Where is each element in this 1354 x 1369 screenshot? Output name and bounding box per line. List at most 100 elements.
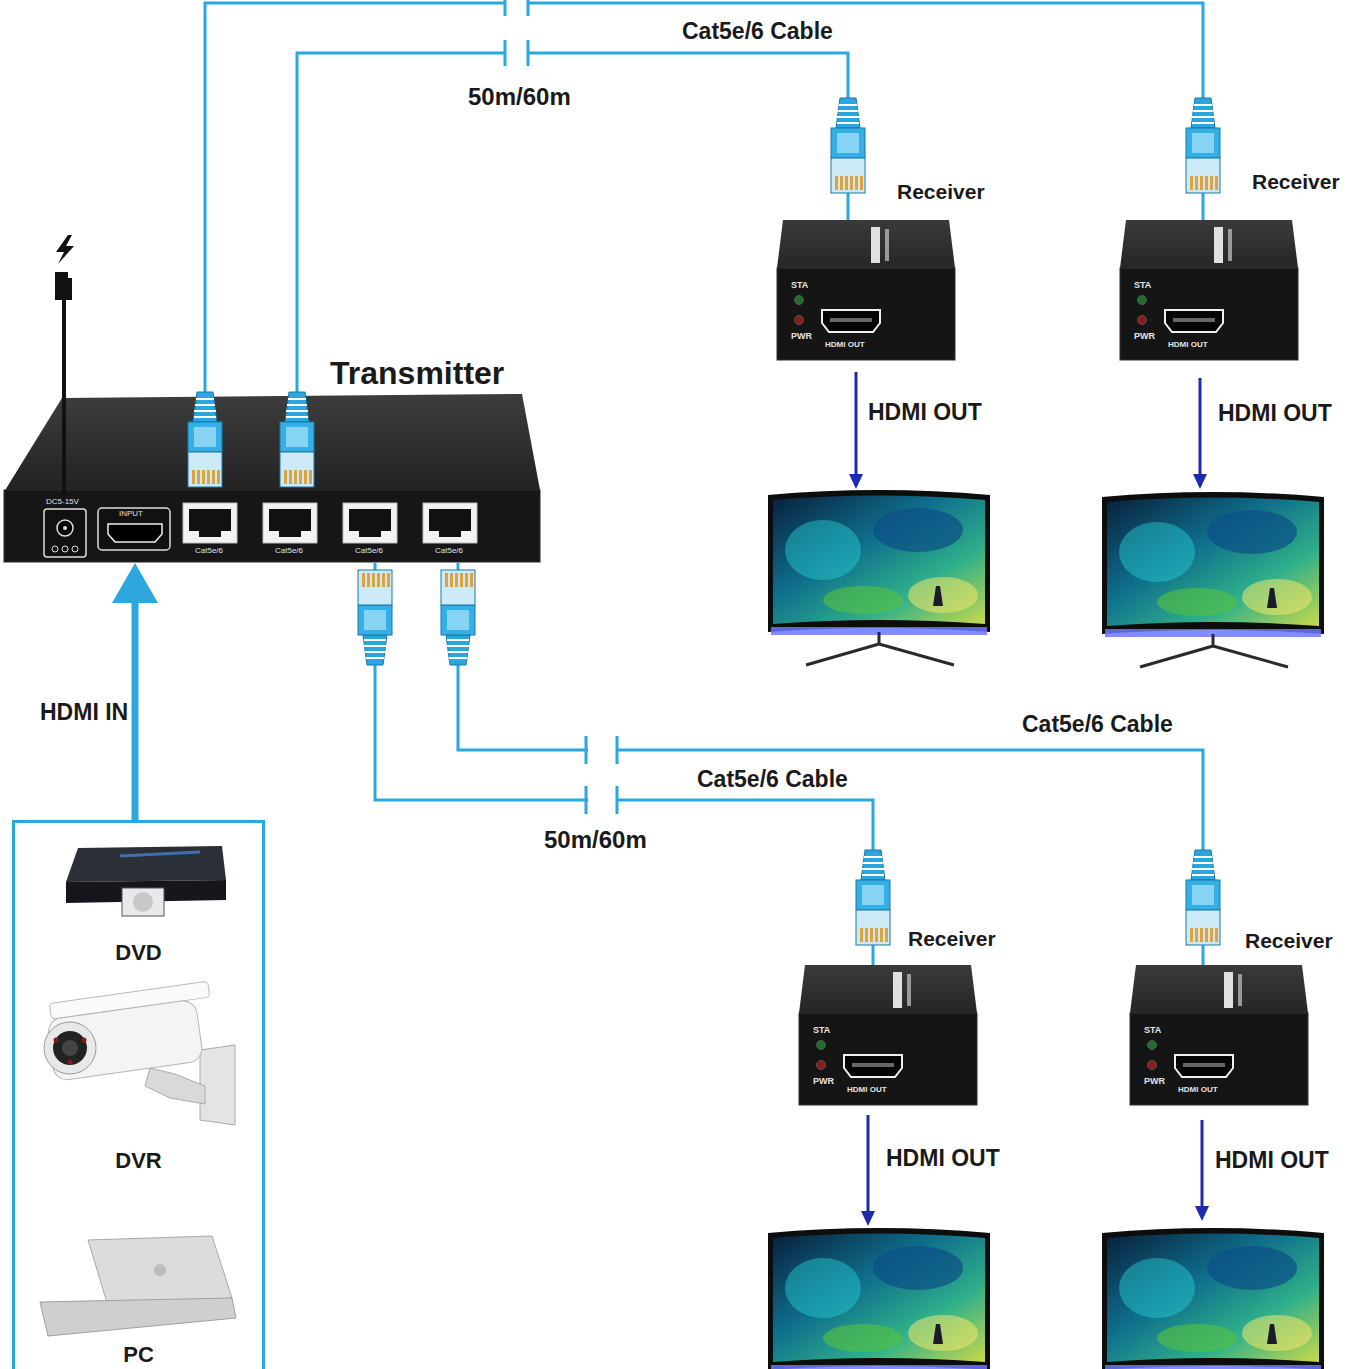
port-label: INPUT — [119, 510, 143, 519]
device-title: Receiver — [1252, 170, 1340, 193]
camera-symbol — [68, 1060, 73, 1065]
cable-label: HDMI IN — [38, 700, 130, 725]
dvd-player-symbol — [120, 852, 200, 856]
transmitter-symbol — [108, 524, 162, 542]
receiver-symbol — [1120, 220, 1298, 360]
rj45-plug — [856, 850, 890, 945]
rj45-plug — [358, 570, 392, 665]
rj45-plug — [1186, 850, 1220, 945]
port-label: Cat5e/6 — [435, 547, 463, 556]
rj45-port — [269, 509, 311, 537]
cable-break — [506, 0, 527, 9]
camera-symbol — [44, 1022, 96, 1074]
device-title: Receiver — [1245, 929, 1333, 952]
cable-label: Cat5e/6 Cable — [680, 19, 835, 44]
transmitter-symbol — [52, 546, 58, 552]
camera-symbol — [54, 1038, 59, 1043]
led-label: STA — [791, 281, 808, 291]
laptop-symbol — [40, 1298, 236, 1336]
transmitter-symbol — [63, 526, 67, 530]
monitor-symbol — [768, 490, 990, 665]
monitor-symbol — [1102, 492, 1324, 667]
led-label: PWR — [1144, 1077, 1165, 1087]
port-label: Cat5e/6 — [195, 547, 223, 556]
cable-break — [588, 744, 616, 756]
camera-symbol — [44, 981, 235, 1125]
transmitter-symbol — [57, 520, 73, 536]
dvd-player-symbol — [66, 846, 226, 916]
rj45-plug — [831, 98, 865, 193]
rj45-port — [183, 503, 237, 543]
receiver-symbol — [1130, 965, 1308, 1105]
port-label: Cat5e/6 — [275, 547, 303, 556]
rj45-port — [423, 503, 477, 543]
monitor-symbol — [768, 1228, 990, 1369]
source-label: PC — [15, 1343, 262, 1367]
transmitter-symbol — [72, 546, 78, 552]
cable-break — [505, 0, 617, 814]
source-label: DVD — [15, 941, 262, 965]
receiver-symbol — [799, 965, 977, 1105]
transmitter-symbol — [4, 490, 540, 562]
receiver-box: ReceiverSTAPWRHDMI OUT — [797, 965, 977, 1105]
dvd-player-symbol — [66, 846, 226, 882]
diagram-label: HDMI OUT — [866, 400, 984, 425]
transmitter-symbol — [62, 546, 68, 552]
cable-break — [588, 794, 616, 806]
rj45-port — [263, 503, 317, 543]
source-label: DVR — [15, 1149, 262, 1173]
port-label: HDMI OUT — [1168, 341, 1208, 350]
source-box: DVD DVR PC — [12, 820, 265, 1369]
transmitter-symbol — [4, 394, 540, 562]
diagram-label: 50m/60m — [466, 84, 573, 110]
led-label: STA — [1144, 1026, 1161, 1036]
monitor-symbol — [1102, 1228, 1324, 1369]
device-title: Transmitter — [330, 356, 504, 391]
rj45-plug — [441, 570, 475, 665]
camera-symbol — [82, 1038, 87, 1043]
camera-symbol — [62, 1040, 78, 1056]
laptop-symbol — [154, 1264, 166, 1276]
cable-label: Cat5e/6 Cable — [1020, 712, 1175, 737]
led-label: STA — [1134, 281, 1151, 291]
led-label: PWR — [1134, 332, 1155, 342]
rj45-plug — [188, 392, 222, 487]
led-label: PWR — [791, 332, 812, 342]
dvd-player-symbol — [133, 892, 153, 912]
port-label: DC5-15V — [46, 498, 79, 507]
port-label: HDMI OUT — [1178, 1086, 1218, 1095]
receiver-box: ReceiverSTAPWRHDMI OUT — [775, 220, 955, 360]
laptop-symbol — [88, 1236, 232, 1306]
receiver-symbol — [777, 220, 955, 360]
network-cable — [297, 53, 848, 394]
cable-break — [586, 736, 617, 814]
receiver-box: ReceiverSTAPWRHDMI OUT — [1128, 965, 1308, 1105]
rj45-port — [189, 509, 231, 537]
rj45-plug — [1186, 98, 1220, 193]
diagram-label: HDMI OUT — [1216, 401, 1334, 426]
signal-arrow — [132, 603, 139, 820]
port-label: HDMI OUT — [825, 341, 865, 350]
laptop-symbol — [40, 1236, 236, 1336]
transmitter-symbol — [44, 509, 86, 557]
rj45-plug — [280, 392, 314, 487]
power-cable — [62, 300, 66, 508]
rj45-port — [349, 509, 391, 537]
camera-symbol — [200, 1045, 235, 1125]
diagram-label: 50m/60m — [542, 827, 649, 853]
cable-break — [505, 0, 528, 66]
port-label: HDMI OUT — [847, 1086, 887, 1095]
camera-symbol — [53, 1031, 87, 1065]
receiver-box: ReceiverSTAPWRHDMI OUT — [1118, 220, 1298, 360]
cable-label: Cat5e/6 Cable — [695, 767, 850, 792]
dvd-player-symbol — [122, 888, 164, 916]
diagram-label: HDMI OUT — [884, 1146, 1002, 1171]
transmitter-box: TransmitterDC5-15VINPUTCat5e/6Cat5e/6Cat… — [5, 394, 540, 563]
power-symbol — [55, 272, 72, 300]
port-label: Cat5e/6 — [355, 547, 383, 556]
led-label: PWR — [813, 1077, 834, 1087]
